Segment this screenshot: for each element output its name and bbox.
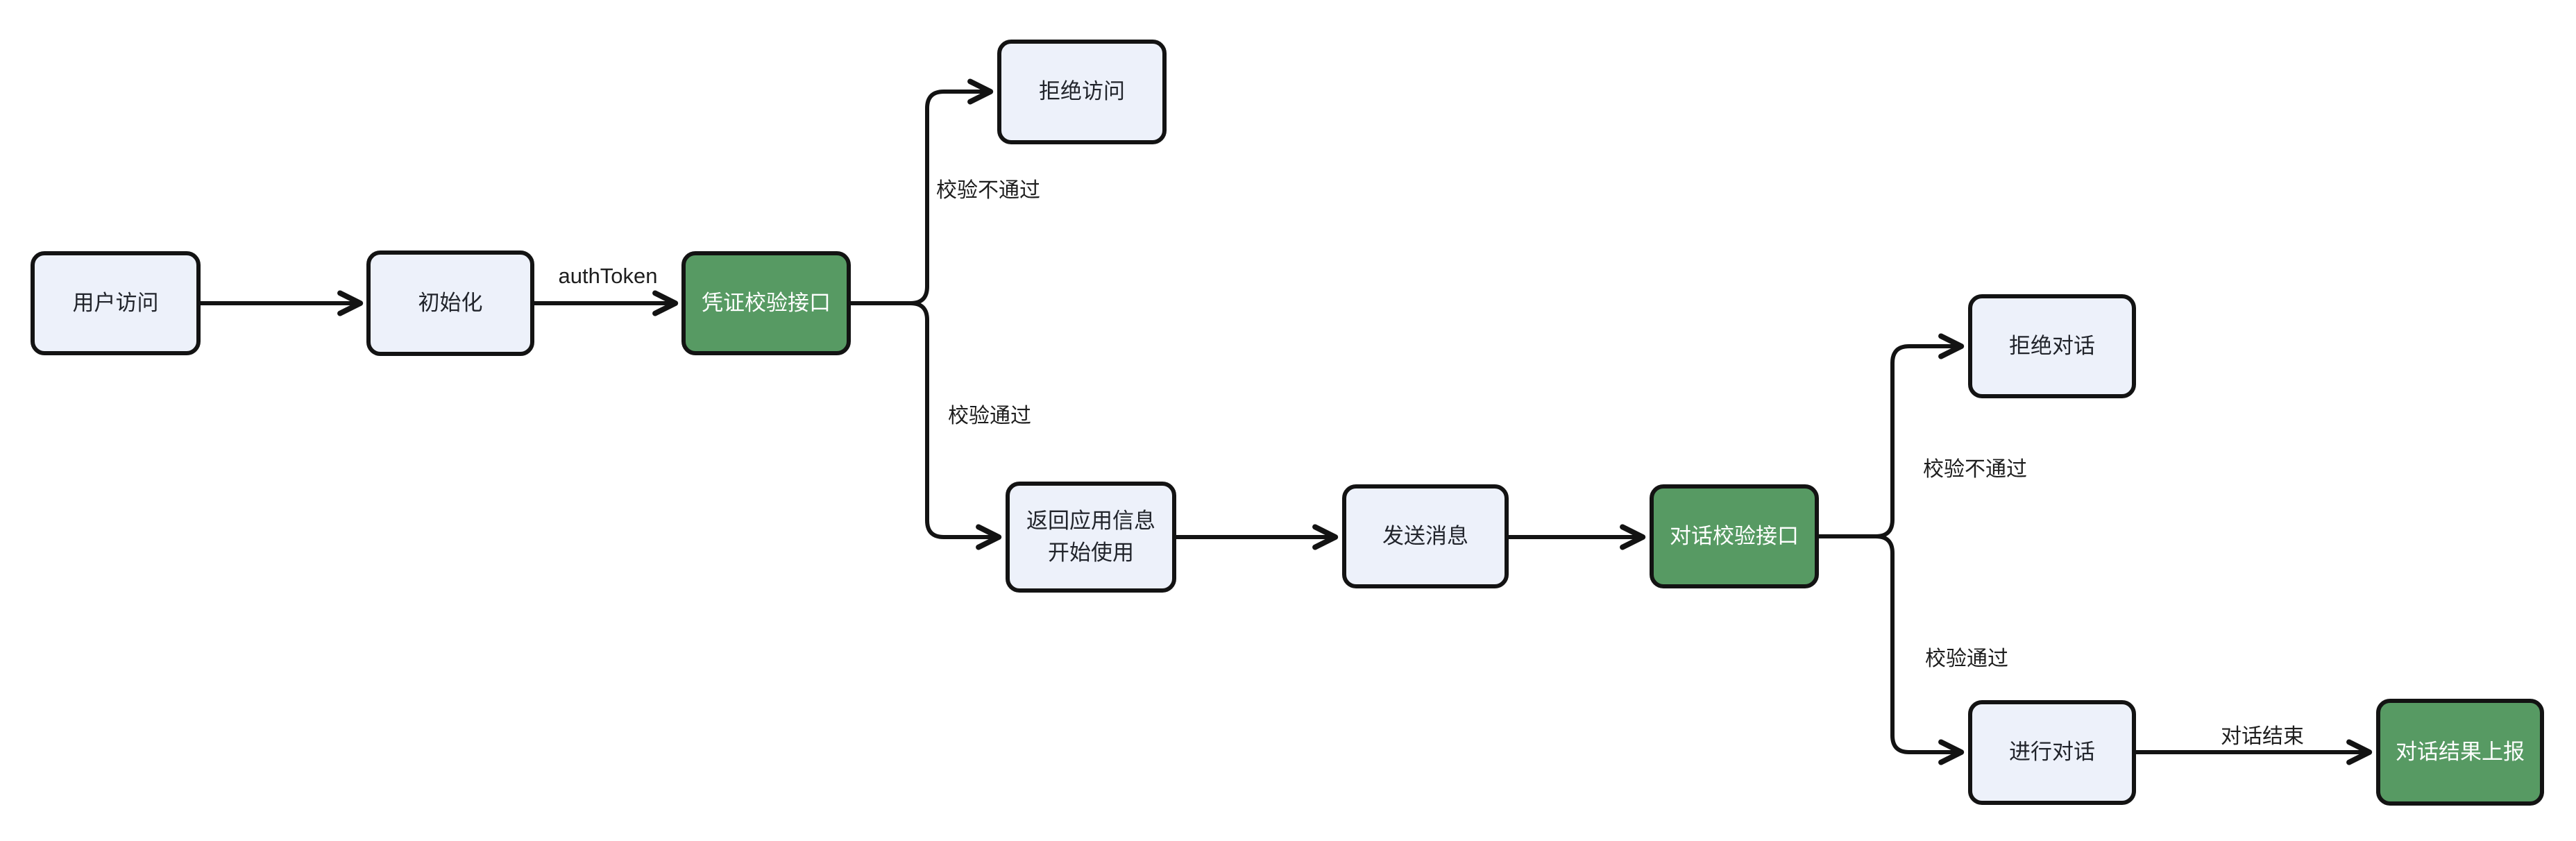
node-do-dialog: 进行对话 xyxy=(1968,700,2136,805)
edge-label-auth-token: authToken xyxy=(558,264,658,288)
node-send-message-label: 发送消息 xyxy=(1382,523,1468,548)
node-deny-access-label: 拒绝访问 xyxy=(1039,79,1125,104)
node-dialog-result-report-label: 对话结果上报 xyxy=(2396,739,2525,764)
edge-label-check-pass-2: 校验通过 xyxy=(1925,647,2008,670)
node-user-access: 用户访问 xyxy=(31,251,201,355)
edge-credential-check-to-return-app-info xyxy=(849,301,1002,550)
node-deny-dialog: 拒绝对话 xyxy=(1968,294,2136,398)
node-credential-check-api-label: 凭证校验接口 xyxy=(702,290,831,315)
node-deny-dialog-label: 拒绝对话 xyxy=(2009,333,2095,358)
node-return-app-info: 返回应用信息 开始使用 xyxy=(1006,482,1176,593)
node-do-dialog-label: 进行对话 xyxy=(2009,740,2095,765)
node-deny-access: 拒绝访问 xyxy=(997,40,1167,144)
node-init-label: 初始化 xyxy=(418,290,483,315)
edge-dialog-check-to-deny-dialog xyxy=(1817,333,1965,538)
node-user-access-label: 用户访问 xyxy=(72,290,159,315)
edge-label-dialog-end: 对话结束 xyxy=(2221,725,2304,748)
node-send-message: 发送消息 xyxy=(1342,484,1509,588)
node-dialog-check-api-label: 对话校验接口 xyxy=(1670,523,1799,548)
edge-dialog-check-to-do-dialog xyxy=(1817,534,1965,765)
edge-label-check-fail-2: 校验不通过 xyxy=(1923,458,2027,481)
node-dialog-result-report: 对话结果上报 xyxy=(2376,699,2544,806)
node-credential-check-api: 凭证校验接口 xyxy=(681,251,851,355)
node-return-app-info-label: 返回应用信息 开始使用 xyxy=(1026,508,1155,566)
node-init: 初始化 xyxy=(366,250,534,356)
edge-label-check-pass-1: 校验通过 xyxy=(948,405,1031,427)
node-dialog-check-api: 对话校验接口 xyxy=(1650,484,1819,588)
edge-label-check-fail-1: 校验不通过 xyxy=(936,179,1040,202)
